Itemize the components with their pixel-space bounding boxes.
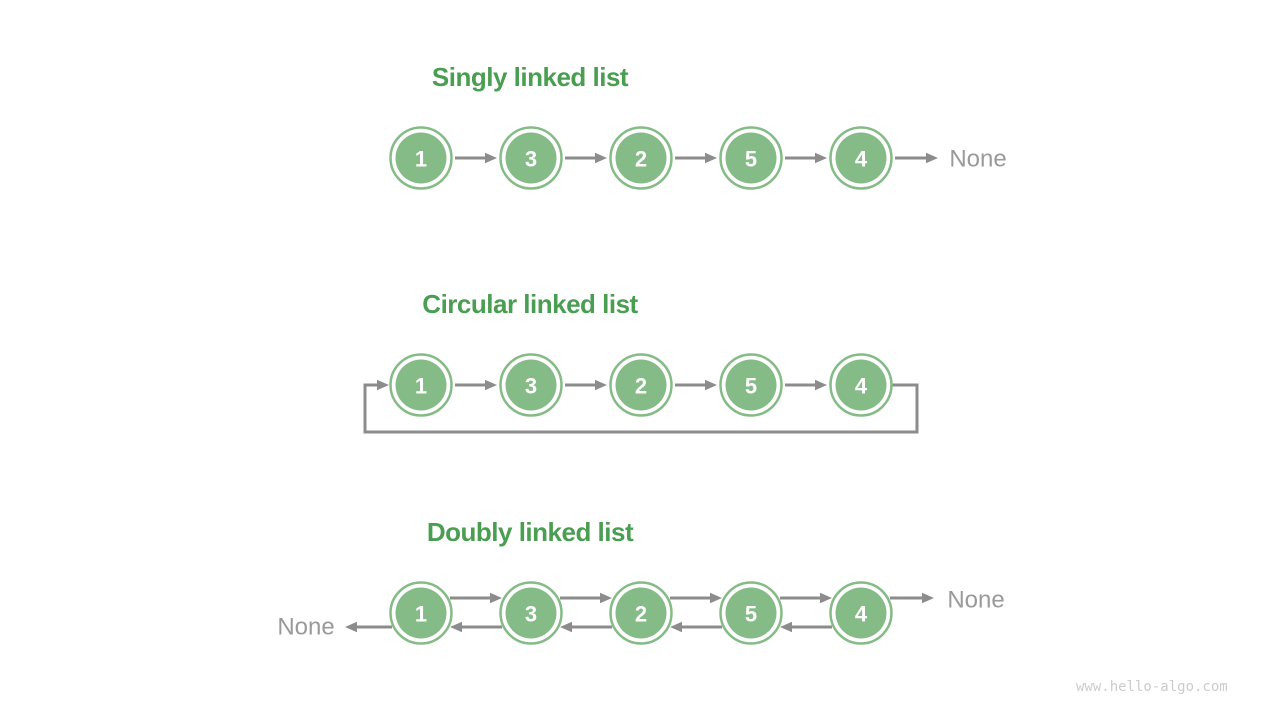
- node-value: 5: [745, 374, 757, 399]
- next-pointer-arrow: [675, 379, 717, 391]
- next-pointer-arrow: [455, 152, 497, 164]
- next-pointer-arrow: [450, 592, 502, 604]
- node-body: [835, 132, 887, 184]
- node-value: 2: [635, 602, 647, 627]
- prev-pointer-arrow: [780, 621, 832, 633]
- node: 2: [609, 353, 673, 417]
- node: 4: [829, 126, 893, 190]
- node-body: [725, 132, 777, 184]
- node-body: [615, 587, 667, 639]
- node: 1: [389, 581, 453, 645]
- next-pointer-arrow: [565, 152, 607, 164]
- tail-none-arrow: [895, 152, 938, 164]
- node: 2: [609, 126, 673, 190]
- node-value: 4: [855, 147, 868, 172]
- prev-pointer-arrow: [670, 621, 722, 633]
- node-body: [725, 359, 777, 411]
- doubly-right-none-label: None: [947, 587, 1004, 614]
- node: 5: [719, 353, 783, 417]
- node-body: [395, 587, 447, 639]
- node: 4: [829, 353, 893, 417]
- next-pointer-arrow: [560, 592, 612, 604]
- node-value: 3: [525, 147, 537, 172]
- next-pointer-arrow: [785, 152, 827, 164]
- prev-pointer-arrow: [560, 621, 612, 633]
- node: 2: [609, 581, 673, 645]
- node-body: [395, 359, 447, 411]
- head-none-arrow: [345, 621, 392, 633]
- tail-none-arrow: [890, 592, 934, 604]
- node-body: [835, 587, 887, 639]
- next-pointer-arrow: [670, 592, 722, 604]
- singly-none-label: None: [949, 146, 1006, 173]
- node: 3: [499, 353, 563, 417]
- singly-linked-list-title: Singly linked list: [431, 62, 629, 92]
- prev-pointer-arrow: [450, 621, 502, 633]
- node: 5: [719, 581, 783, 645]
- loop-back-arrowhead: [377, 379, 389, 391]
- doubly-left-none-label: None: [277, 614, 334, 641]
- watermark: www.hello-algo.com: [1076, 679, 1228, 695]
- next-pointer-arrow: [455, 379, 497, 391]
- node-value: 1: [415, 147, 427, 172]
- node-value: 5: [745, 147, 757, 172]
- next-pointer-arrow: [675, 152, 717, 164]
- node-value: 3: [525, 602, 537, 627]
- next-pointer-arrow: [565, 379, 607, 391]
- node-value: 2: [635, 147, 647, 172]
- node: 5: [719, 126, 783, 190]
- node-body: [615, 132, 667, 184]
- node: 3: [499, 126, 563, 190]
- node-body: [395, 132, 447, 184]
- node-value: 1: [415, 374, 427, 399]
- node-body: [505, 587, 557, 639]
- node-body: [725, 587, 777, 639]
- node-value: 5: [745, 602, 757, 627]
- node-value: 2: [635, 374, 647, 399]
- doubly-linked-list-title: Doubly linked list: [426, 517, 634, 547]
- node-value: 4: [855, 602, 868, 627]
- node-body: [505, 132, 557, 184]
- next-pointer-arrow: [785, 379, 827, 391]
- node: 4: [829, 581, 893, 645]
- circular-linked-list-title: Circular linked list: [422, 289, 638, 319]
- node: 1: [389, 126, 453, 190]
- node: 3: [499, 581, 563, 645]
- node-body: [615, 359, 667, 411]
- next-pointer-arrow: [780, 592, 832, 604]
- node: 1: [389, 353, 453, 417]
- node-value: 4: [855, 374, 868, 399]
- node-body: [835, 359, 887, 411]
- loop-back-path: [363, 383, 919, 434]
- node-value: 1: [415, 602, 427, 627]
- node-value: 3: [525, 374, 537, 399]
- node-body: [505, 359, 557, 411]
